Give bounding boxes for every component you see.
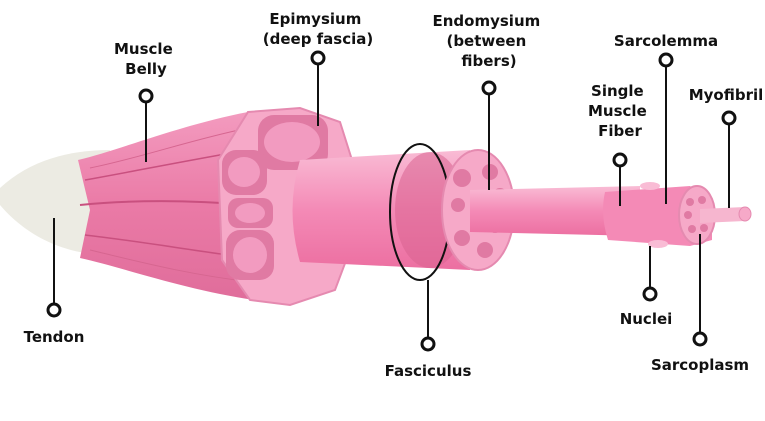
label-muscle-belly: Muscle Belly [114, 40, 178, 78]
label-tendon: Tendon [24, 328, 85, 346]
myofibril-strand [700, 206, 752, 223]
label-nuclei: Nuclei [620, 310, 673, 328]
label-epimysium: Epimysium (deep fascia) [263, 10, 374, 48]
label-fasciculus: Fasciculus [385, 362, 472, 380]
leader-lines [46, 50, 737, 352]
label-single-muscle-fiber: Single Muscle Fiber [588, 82, 652, 140]
muscle-fiber-tube [470, 182, 716, 248]
label-sarcolemma: Sarcolemma [614, 32, 718, 50]
nucleus [640, 182, 660, 190]
label-myofibril: Myofibril [689, 86, 764, 104]
label-sarcoplasm: Sarcoplasm [651, 356, 749, 374]
label-endomysium: Endomysium (between fibers) [433, 12, 546, 70]
fasciculus-tube [292, 143, 515, 281]
nucleus [648, 240, 668, 248]
